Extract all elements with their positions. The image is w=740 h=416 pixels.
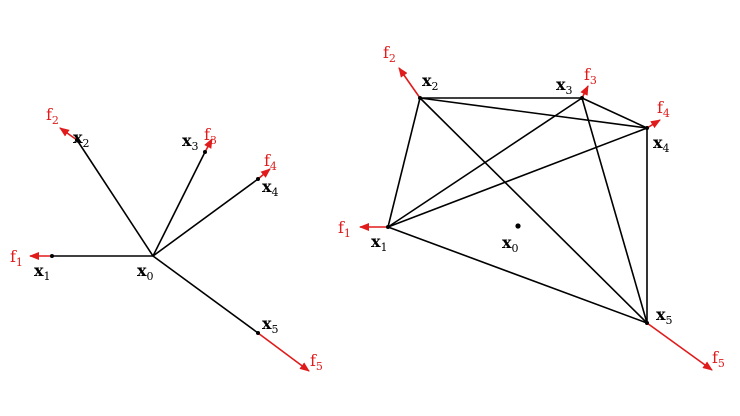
edge-x2-x5 bbox=[419, 97, 648, 324]
node-x4 bbox=[256, 177, 260, 181]
node-x5 bbox=[256, 331, 260, 335]
label-x5: x5 bbox=[262, 314, 279, 336]
node-x3 bbox=[580, 96, 584, 100]
left-forces bbox=[29, 127, 310, 372]
left-node-labels: x0 x1 x2 x3 x4 x5 bbox=[34, 128, 279, 336]
node-x4 bbox=[645, 126, 649, 130]
label-x3: x3 bbox=[182, 131, 199, 153]
label-x4: x4 bbox=[262, 177, 279, 199]
label-x3: x3 bbox=[556, 75, 573, 97]
label-f5: f5 bbox=[310, 351, 323, 373]
label-f5: f5 bbox=[712, 348, 725, 370]
edge-x1-x2 bbox=[387, 97, 421, 228]
force-arrow-f4 bbox=[646, 119, 661, 129]
label-x2: x2 bbox=[422, 71, 439, 93]
label-f3: f3 bbox=[204, 125, 217, 147]
force-arrow-f4 bbox=[257, 168, 271, 180]
label-f3: f3 bbox=[584, 65, 597, 87]
label-x0: x0 bbox=[137, 261, 154, 283]
force-arrow-f3 bbox=[204, 138, 213, 153]
label-f1: f1 bbox=[338, 218, 351, 240]
label-x4: x4 bbox=[653, 133, 670, 155]
edge-x1-x5 bbox=[387, 226, 648, 324]
edge-x0-x5 bbox=[152, 255, 259, 334]
force-arrow-f5 bbox=[646, 322, 713, 371]
label-x1: x1 bbox=[34, 261, 51, 283]
label-f1: f1 bbox=[10, 247, 23, 269]
node-x1 bbox=[50, 254, 54, 258]
node-x2 bbox=[418, 96, 422, 100]
edge-x0-x2 bbox=[76, 139, 154, 257]
label-f2: f2 bbox=[46, 105, 59, 127]
left-edges bbox=[52, 139, 259, 334]
node-x0 bbox=[515, 223, 521, 229]
right-node-labels: x0 x1 x2 x3 x4 x5 bbox=[371, 71, 673, 327]
label-f4: f4 bbox=[657, 98, 670, 120]
left-force-labels: f1 f2 f3 f4 f5 bbox=[10, 105, 323, 373]
label-x1: x1 bbox=[371, 232, 388, 254]
force-arrow-f3 bbox=[580, 85, 589, 99]
force-arrow-f2 bbox=[398, 67, 421, 99]
complete-graph: x0 x1 x2 x3 x4 x5 f1 f2 f3 f4 f5 bbox=[338, 43, 725, 371]
node-x5 bbox=[645, 321, 649, 325]
right-edges bbox=[387, 97, 648, 324]
left-nodes bbox=[50, 138, 260, 335]
edge-x3-x4 bbox=[581, 97, 648, 129]
edge-x0-x3 bbox=[152, 151, 206, 257]
edge-x0-x4 bbox=[152, 178, 259, 257]
right-nodes bbox=[386, 96, 649, 325]
edge-x1-x4 bbox=[387, 127, 648, 228]
node-x2 bbox=[75, 138, 79, 142]
right-forces bbox=[359, 67, 713, 371]
label-f4: f4 bbox=[264, 151, 277, 173]
label-x0: x0 bbox=[502, 233, 519, 255]
edge-x2-x4 bbox=[419, 97, 648, 129]
star-graph: x0 x1 x2 x3 x4 x5 f1 f2 f3 f4 f5 bbox=[10, 105, 323, 373]
label-f2: f2 bbox=[383, 43, 396, 65]
label-x2: x2 bbox=[73, 128, 90, 150]
edge-x3-x5 bbox=[581, 97, 648, 324]
right-force-labels: f1 f2 f3 f4 f5 bbox=[338, 43, 725, 370]
force-arrow-f2 bbox=[59, 127, 78, 141]
node-x1 bbox=[386, 225, 390, 229]
force-arrow-f5 bbox=[257, 332, 310, 372]
node-x3 bbox=[203, 150, 207, 154]
label-x5: x5 bbox=[656, 305, 673, 327]
